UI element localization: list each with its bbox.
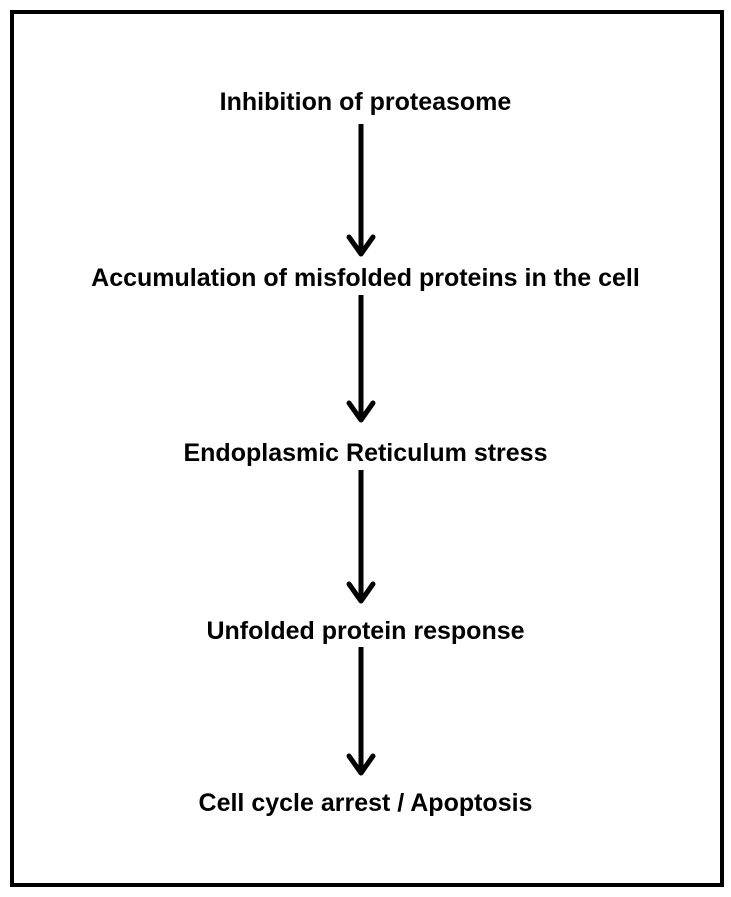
step-unfolded-protein-response: Unfolded protein response bbox=[206, 617, 525, 645]
arrow-1 bbox=[346, 124, 376, 257]
step-inhibition-of-proteasome: Inhibition of proteasome bbox=[219, 88, 512, 116]
step-er-stress: Endoplasmic Reticulum stress bbox=[183, 439, 548, 467]
arrow-2 bbox=[346, 295, 376, 423]
diagram-frame bbox=[10, 10, 724, 887]
step-cell-cycle-arrest-apoptosis: Cell cycle arrest / Apoptosis bbox=[198, 789, 533, 817]
step-accumulation-of-misfolded-proteins: Accumulation of misfolded proteins in th… bbox=[91, 264, 640, 292]
arrow-3 bbox=[346, 470, 376, 604]
arrow-4 bbox=[346, 647, 376, 776]
